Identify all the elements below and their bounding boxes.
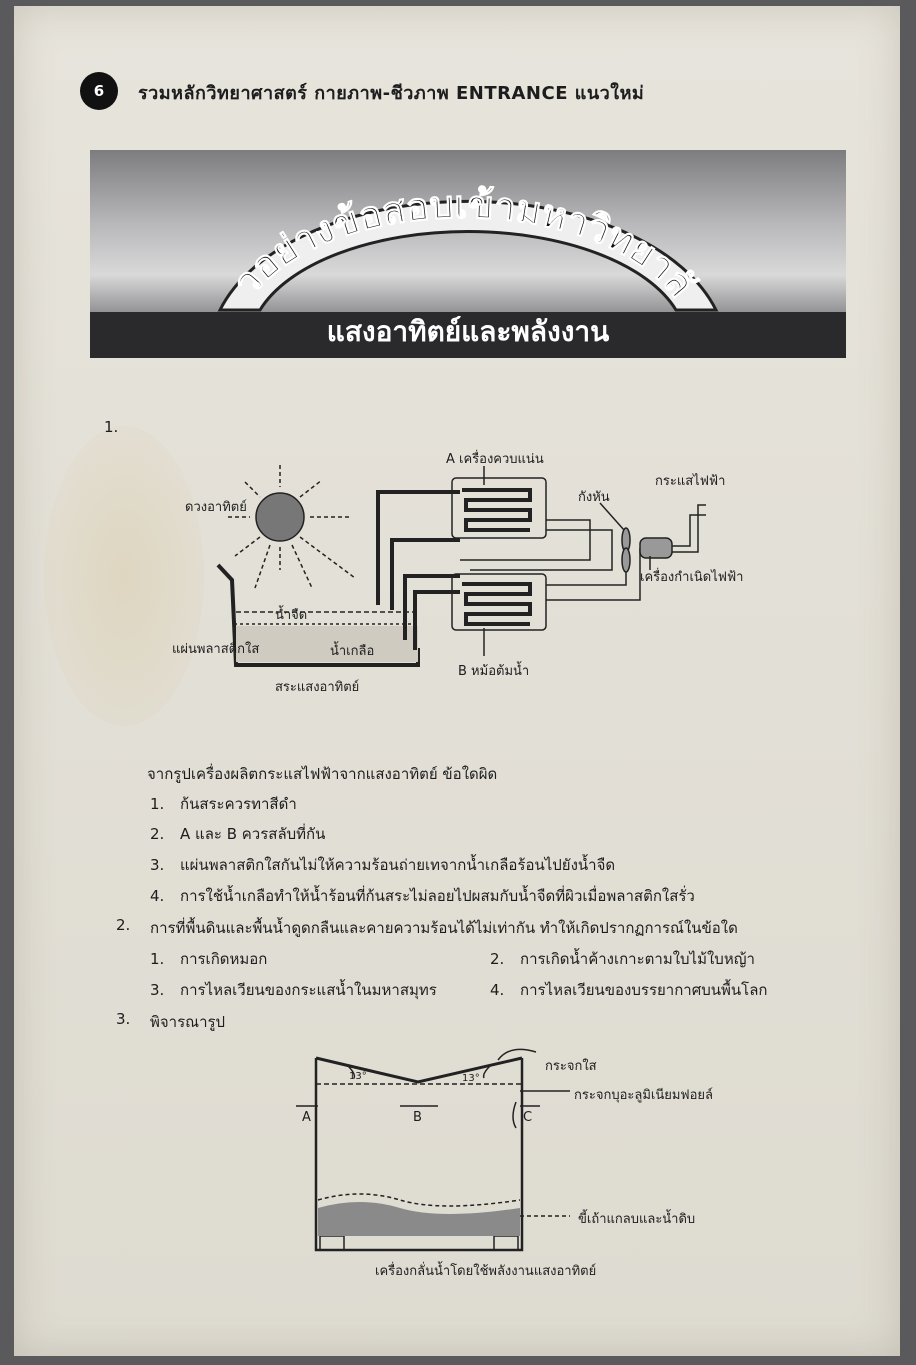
- label-angle-right: 13°: [462, 1073, 480, 1084]
- q1-option-2[interactable]: 2.A และ B ควรสลับที่กัน: [150, 825, 326, 843]
- label-condenser: A เครื่องควบแน่น: [446, 452, 544, 467]
- q1-question: จากรูปเครื่องผลิตกระแสไฟฟ้าจากแสงอาทิตย์…: [147, 765, 498, 783]
- label-b: B: [413, 1110, 422, 1125]
- label-fresh-water: น้ำจืด: [275, 608, 308, 623]
- q2-option-1[interactable]: 1.การเกิดหมอก: [150, 950, 268, 968]
- page-number-badge: 6: [80, 72, 118, 110]
- q1-option-3[interactable]: 3.แผ่นพลาสติกใสกันไม่ให้ความร้อนถ่ายเทจา…: [150, 856, 616, 874]
- chapter-banner: ตัวอย่างข้อสอบเข้ามหาวิทยาลัย แสงอาทิตย์…: [90, 150, 846, 358]
- label-turbine: กังหัน: [578, 490, 610, 505]
- q2-number: 2.: [116, 916, 131, 934]
- label-solar-pond: สระแสงอาทิตย์: [275, 680, 360, 695]
- label-boiler: B หม้อต้มน้ำ: [458, 664, 530, 679]
- label-clear-glass: กระจกใส: [545, 1059, 597, 1074]
- label-a: A: [302, 1110, 311, 1125]
- label-generator: เครื่องกำเนิดไฟฟ้า: [640, 570, 744, 585]
- q1-number: 1.: [104, 418, 119, 436]
- label-sun: ดวงอาทิตย์: [185, 500, 247, 515]
- banner-arc-graphic: ตัวอย่างข้อสอบเข้ามหาวิทยาลัย: [90, 150, 719, 312]
- label-c: C: [523, 1110, 533, 1125]
- paper-stain: [44, 426, 204, 726]
- label-current: กระแสไฟฟ้า: [655, 474, 726, 489]
- running-header: รวมหลักวิทยาศาสตร์ กายภาพ-ชีวภาพ ENTRANC…: [138, 83, 645, 104]
- q2-question: การที่พื้นดินและพื้นน้ำดูดกลืนและคายความ…: [150, 919, 738, 937]
- banner-subtitle: แสงอาทิตย์และพลังงาน: [326, 315, 610, 348]
- label-sludge: ขี้เถ้าแกลบและน้ำดิบ: [578, 1212, 696, 1227]
- q2-option-3[interactable]: 3.การไหลเวียนของกระแสน้ำในมหาสมุทร: [150, 981, 437, 999]
- q3-caption: เครื่องกลั่นน้ำโดยใช้พลังงานแสงอาทิตย์: [375, 1264, 597, 1279]
- q1-option-1[interactable]: 1.ก้นสระควรทาสีดำ: [150, 795, 297, 813]
- banner-band: [90, 312, 846, 358]
- label-plastic-sheet: แผ่นพลาสติกใส: [172, 642, 260, 657]
- q3-question: พิจารณารูป: [150, 1013, 226, 1031]
- label-brine: น้ำเกลือ: [330, 644, 375, 659]
- label-angle-left: 13°: [349, 1071, 367, 1082]
- q2-option-4[interactable]: 4.การไหลเวียนของบรรยากาศบนพื้นโลก: [490, 981, 768, 999]
- q2-option-2[interactable]: 2.การเกิดน้ำค้างเกาะตามใบไม้ใบหญ้า: [490, 950, 755, 968]
- label-foil-glass: กระจกบุอะลูมิเนียมฟอยล์: [574, 1088, 714, 1103]
- q3-number: 3.: [116, 1010, 131, 1028]
- q1-option-4[interactable]: 4.การใช้น้ำเกลือทำให้น้ำร้อนที่ก้นสระไม่…: [150, 887, 695, 905]
